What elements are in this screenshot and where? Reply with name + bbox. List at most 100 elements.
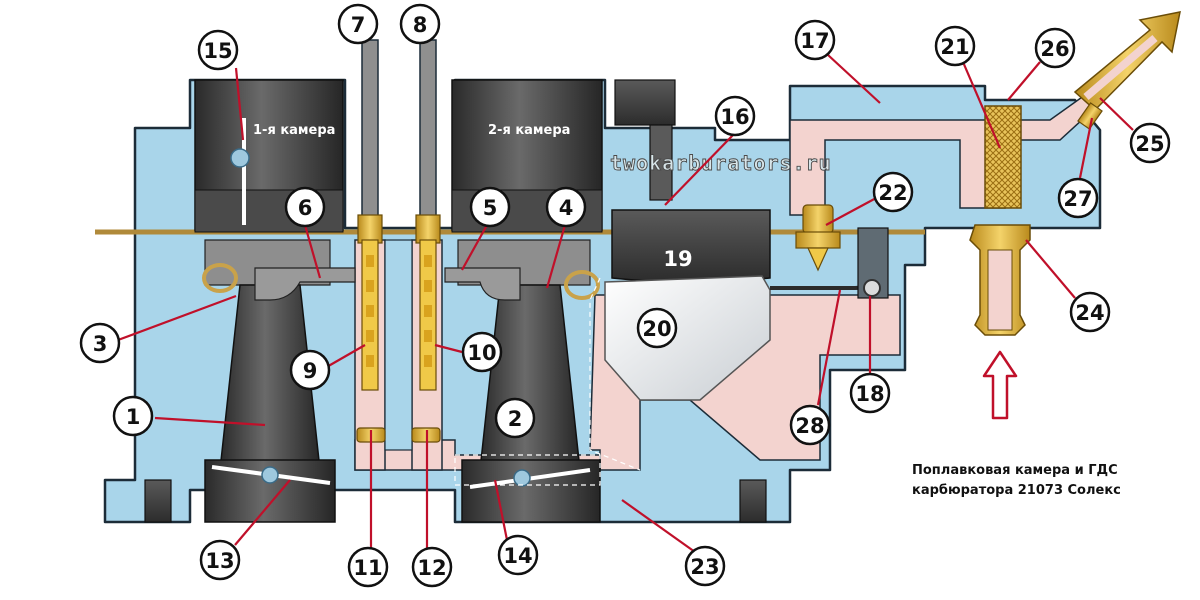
float-outline-dashed xyxy=(589,277,641,471)
leader-14 xyxy=(493,479,509,541)
fuel-filter-21 xyxy=(984,105,1022,209)
callout-2: 2 xyxy=(494,397,536,439)
leader-1 xyxy=(154,416,266,427)
return-jet-27 xyxy=(1077,102,1103,130)
callout-9: 9 xyxy=(289,349,331,391)
leader-5 xyxy=(461,224,488,271)
fuel-flow-arrow xyxy=(982,350,1018,420)
callout-17: 17 xyxy=(794,19,836,61)
svg-text:10: 10 xyxy=(467,341,496,365)
callout-5: 5 xyxy=(469,186,511,228)
leader-21 xyxy=(961,61,1002,149)
vent-rod-16 xyxy=(649,124,673,201)
leader-13 xyxy=(234,479,291,546)
callout-13: 13 xyxy=(199,539,241,581)
leader-15 xyxy=(234,67,245,141)
emulsion-well-divider xyxy=(384,239,413,451)
callout-28: 28 xyxy=(789,404,831,446)
svg-text:25: 25 xyxy=(1135,132,1164,156)
svg-text:28: 28 xyxy=(795,414,824,438)
svg-text:14: 14 xyxy=(503,544,532,568)
chamber-label-1: 1-я камера xyxy=(253,123,335,138)
secondary-chamber xyxy=(444,79,603,523)
leader-25 xyxy=(1099,97,1134,131)
callout-23: 23 xyxy=(684,545,726,587)
svg-text:18: 18 xyxy=(855,382,884,406)
callout-21: 21 xyxy=(934,25,976,67)
callouts: 1 2 3 4 5 6 7 8 9 10 11 12 13 14 15 16 1… xyxy=(79,3,1171,588)
float-20 xyxy=(604,275,771,401)
air-jet-8 xyxy=(415,214,441,244)
dashed-outline xyxy=(454,454,601,486)
callout-24: 24 xyxy=(1069,291,1111,333)
callout-19: 19 xyxy=(663,247,692,271)
svg-text:6: 6 xyxy=(298,196,313,220)
svg-text:27: 27 xyxy=(1063,187,1092,211)
emulsion-tube-9 xyxy=(361,239,379,391)
svg-text:20: 20 xyxy=(642,317,671,341)
air-jet-7 xyxy=(357,214,383,244)
callout-25: 25 xyxy=(1129,122,1171,164)
throttle-shaft-13 xyxy=(261,466,279,484)
venturi-ring-1 xyxy=(202,263,238,293)
callout-4: 4 xyxy=(545,186,587,228)
leader-3 xyxy=(117,294,237,342)
callout-6: 6 xyxy=(284,186,326,228)
svg-text:24: 24 xyxy=(1075,301,1104,325)
air-jet-tube-8 xyxy=(419,39,437,236)
emulsion-tube-10 xyxy=(419,239,437,391)
callout-16: 16 xyxy=(714,95,756,137)
leader-6 xyxy=(303,224,322,279)
svg-text:15: 15 xyxy=(203,39,232,63)
leader-9 xyxy=(324,344,366,369)
air-jet-tube-7 xyxy=(361,39,379,236)
callout-11: 11 xyxy=(347,546,389,588)
svg-text:22: 22 xyxy=(878,181,907,205)
leader-24 xyxy=(1025,239,1076,299)
chamber-label-2: 2-я камера xyxy=(488,123,570,138)
callout-1: 1 xyxy=(112,395,154,437)
vent-valve-body xyxy=(614,79,676,126)
callout-14: 14 xyxy=(497,534,539,576)
fuel-inlet-bore xyxy=(987,249,1013,331)
throttle-shaft-14 xyxy=(513,469,531,487)
leader-10 xyxy=(434,343,463,354)
svg-text:12: 12 xyxy=(417,556,446,580)
float-pivot-18 xyxy=(863,279,881,297)
primary-chamber xyxy=(194,79,356,523)
callout-27: 27 xyxy=(1057,177,1099,219)
svg-text:4: 4 xyxy=(559,196,574,220)
spray-nozzle-5 xyxy=(444,267,521,301)
float-19 xyxy=(611,209,771,283)
svg-text:5: 5 xyxy=(483,196,498,220)
svg-text:23: 23 xyxy=(690,555,719,579)
stud-left xyxy=(144,479,172,523)
leader-22 xyxy=(825,196,879,226)
svg-text:16: 16 xyxy=(720,105,749,129)
leader-lines xyxy=(117,54,1134,553)
leader-26 xyxy=(1007,61,1041,101)
watermark: twokarburators.ru xyxy=(610,151,832,175)
svg-text:7: 7 xyxy=(351,13,366,37)
caption-line-2: карбюратора 21073 Солекс xyxy=(912,483,1121,498)
svg-text:21: 21 xyxy=(940,35,969,59)
leader-16 xyxy=(664,134,734,206)
callout-18: 18 xyxy=(849,372,891,414)
choke-shaft-15 xyxy=(230,148,250,168)
callout-22: 22 xyxy=(872,171,914,213)
needle-valve-22 xyxy=(795,204,841,272)
callout-7: 7 xyxy=(337,3,379,45)
return-channel xyxy=(1083,34,1158,101)
leader-27 xyxy=(1078,117,1094,179)
callout-20: 20 xyxy=(636,307,678,349)
leader-17 xyxy=(827,54,881,104)
svg-text:1: 1 xyxy=(126,405,141,429)
svg-text:8: 8 xyxy=(413,13,428,37)
svg-text:26: 26 xyxy=(1040,37,1069,61)
caption-line-1: Поплавковая камера и ГДС xyxy=(912,463,1118,478)
svg-text:9: 9 xyxy=(303,359,318,383)
callout-10: 10 xyxy=(461,331,503,373)
svg-text:13: 13 xyxy=(205,549,234,573)
throttle-bore-2 xyxy=(461,459,601,523)
